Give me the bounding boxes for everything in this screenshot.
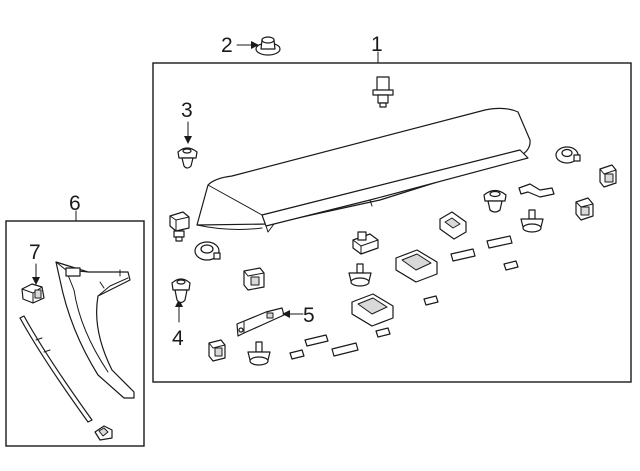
callout-3-arrowhead [184, 136, 192, 144]
pad-group-lower [289, 327, 391, 360]
callout-2: 2 [221, 34, 233, 57]
grommet-nut-right [555, 146, 581, 164]
callout-4-arrowhead [175, 299, 183, 307]
stud-bolt-middle [348, 263, 372, 287]
wire-bracket [518, 183, 555, 198]
stud-bolt-lower [247, 341, 271, 366]
grommet-part [255, 36, 281, 56]
clip-bottom [94, 425, 113, 441]
pad-small-a [423, 295, 439, 306]
callout-1: 1 [371, 33, 383, 56]
pad-group-right [450, 235, 519, 271]
callout-2-arrowhead [251, 41, 259, 49]
garnish-group-frame [5, 220, 145, 447]
gasket-square-a [395, 249, 438, 283]
callout-7-arrowhead [32, 277, 40, 285]
grommet-nut-left [194, 241, 221, 261]
clip-block-a [439, 211, 467, 240]
gasket-square-b [351, 293, 394, 327]
grommet-4-part [171, 278, 191, 304]
square-clip-left [169, 211, 190, 242]
clip-nut-a [352, 231, 379, 255]
spoiler-group-frame [152, 62, 632, 383]
bracket-clip-c [599, 164, 617, 188]
stud-bolt-right [520, 209, 544, 233]
callout-7: 7 [29, 241, 41, 264]
callout-6: 6 [69, 192, 81, 215]
callout-3: 3 [181, 99, 193, 122]
push-clip-right [483, 189, 507, 213]
callout-4: 4 [172, 327, 184, 350]
clip-7-part [21, 283, 45, 304]
bracket-clip-d [575, 197, 594, 221]
bracket-clip-b [208, 339, 226, 362]
callout-5: 5 [303, 304, 315, 327]
push-clip-part [177, 147, 198, 169]
clip-top [372, 76, 394, 108]
garnish-panel [55, 261, 135, 399]
callout-5-arrowhead [282, 310, 290, 318]
bracket-5-part [236, 307, 285, 337]
molding-strip [19, 315, 93, 423]
rear-spoiler [196, 107, 531, 233]
bracket-clip-a [243, 267, 265, 291]
